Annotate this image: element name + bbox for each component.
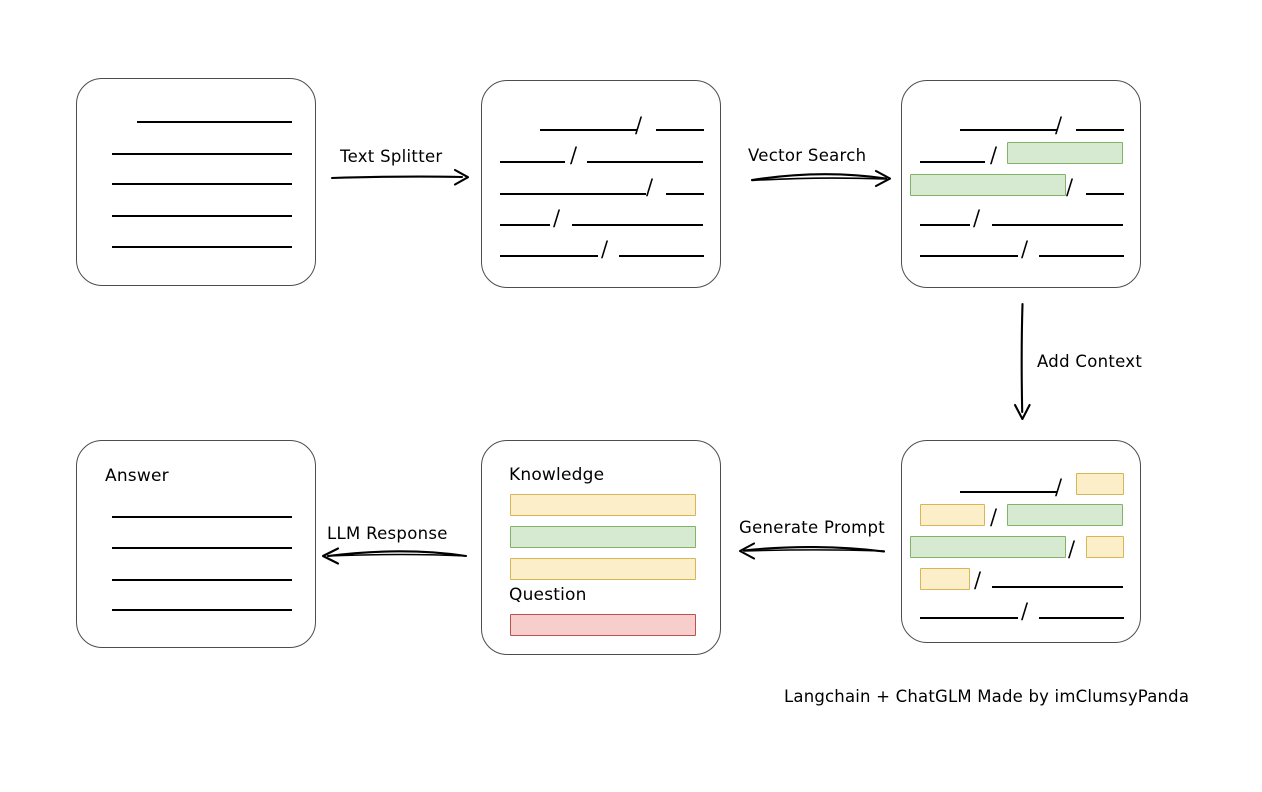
chunk-highlight-yellow: [1076, 473, 1124, 495]
chunk-slash: /: [1021, 237, 1029, 261]
chunk-slash: /: [1055, 475, 1063, 499]
doc-line: [112, 183, 292, 185]
chunk-line: [920, 224, 970, 226]
chunk-line: [1086, 193, 1124, 195]
chunk-line: [920, 617, 1018, 619]
chunk-line: [992, 586, 1123, 588]
chunk-line: [656, 129, 704, 131]
chunk-slash: /: [1021, 599, 1029, 623]
chunk-highlight-yellow: [920, 504, 985, 526]
chunk-highlight-yellow: [920, 568, 970, 590]
knowledge-bar-green: [510, 526, 696, 548]
chunk-slash: /: [973, 206, 981, 230]
arrow-vector-search: [750, 169, 892, 188]
prompt-heading-question: Question: [509, 585, 587, 605]
doc-line: [112, 246, 292, 248]
edge-label-generate-prompt: Generate Prompt: [739, 518, 885, 537]
chunk-line: [587, 161, 703, 163]
node-answer[interactable]: Answer: [76, 440, 316, 648]
chunk-line: [992, 224, 1123, 226]
node-context-chunks[interactable]: / / / / /: [901, 440, 1141, 643]
node-matched-chunks[interactable]: / / / / /: [901, 80, 1141, 288]
chunk-line: [960, 129, 1057, 131]
answer-line: [112, 609, 292, 611]
arrow-llm-response: [321, 547, 468, 565]
chunk-slash: /: [601, 237, 609, 261]
chunk-line: [540, 129, 637, 131]
arrow-add-context: [1013, 302, 1031, 421]
chunk-slash: /: [553, 206, 561, 230]
chunk-line: [920, 161, 985, 163]
node-source-document[interactable]: [76, 78, 316, 286]
chunk-line: [1039, 255, 1124, 257]
chunk-line: [960, 491, 1057, 493]
prompt-heading-knowledge: Knowledge: [509, 465, 605, 485]
answer-heading: Answer: [105, 466, 169, 486]
chunk-highlight-yellow: [1086, 536, 1124, 558]
chunk-slash: /: [570, 143, 578, 167]
chunk-line: [619, 255, 704, 257]
chunk-slash: /: [646, 175, 654, 199]
edge-label-vector-search: Vector Search: [748, 146, 867, 165]
chunk-highlight-green: [1007, 142, 1123, 164]
arrow-text-splitter: [330, 168, 470, 186]
chunk-line: [500, 224, 550, 226]
chunk-slash: /: [990, 143, 998, 167]
answer-line: [112, 547, 292, 549]
chunk-line: [920, 255, 1018, 257]
answer-line: [112, 516, 292, 518]
chunk-slash: /: [1068, 537, 1076, 561]
chunk-line: [500, 161, 565, 163]
node-split-chunks[interactable]: / / / / /: [481, 80, 721, 288]
chunk-line: [500, 193, 646, 195]
edge-label-add-context: Add Context: [1037, 352, 1143, 371]
chunk-line: [1039, 617, 1124, 619]
chunk-line: [500, 255, 598, 257]
chunk-slash: /: [1066, 175, 1074, 199]
doc-line: [112, 153, 292, 155]
chunk-line: [666, 193, 704, 195]
footer-credit: Langchain + ChatGLM Made by imClumsyPand…: [784, 687, 1190, 706]
chunk-slash: /: [1055, 113, 1063, 137]
chunk-slash: /: [974, 568, 982, 592]
chunk-line: [572, 224, 703, 226]
chunk-slash: /: [990, 505, 998, 529]
doc-line: [112, 215, 292, 217]
knowledge-bar-yellow-2: [510, 558, 696, 580]
chunk-highlight-green: [910, 174, 1066, 196]
chunk-line: [1076, 129, 1124, 131]
edge-label-text-splitter: Text Splitter: [340, 147, 443, 166]
chunk-highlight-green: [1007, 504, 1123, 526]
edge-label-llm-response: LLM Response: [327, 524, 448, 543]
answer-line: [112, 579, 292, 581]
chunk-slash: /: [635, 113, 643, 137]
doc-line: [137, 121, 292, 123]
arrow-generate-prompt: [738, 542, 886, 560]
question-bar-red: [510, 614, 696, 636]
node-prompt[interactable]: Knowledge Question: [481, 440, 721, 655]
chunk-highlight-green: [910, 536, 1066, 558]
knowledge-bar-yellow-1: [510, 494, 696, 516]
